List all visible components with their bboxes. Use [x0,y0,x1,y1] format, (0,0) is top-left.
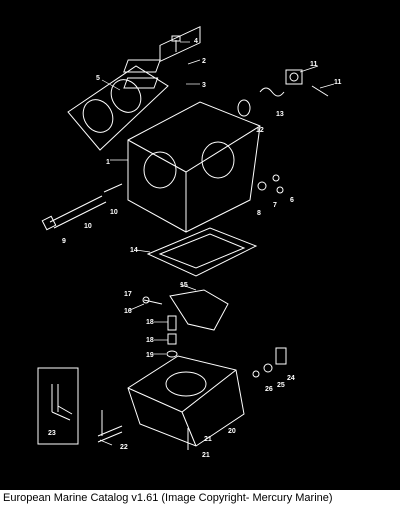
choke-parts-11-12-13 [237,69,329,117]
callout-6: 6 [290,197,294,204]
gasket-part-14 [146,227,258,277]
float-parts-15-16-17 [142,289,229,331]
fitting-part-25 [97,410,123,443]
callout-10b: 10 [84,223,92,230]
callout-2: 2 [202,58,206,65]
callout-11a: 11 [310,61,318,68]
callout-18a: 18 [146,319,154,326]
jet-parts-18-19 [166,315,178,358]
callout-21a: 21 [204,436,212,443]
callout-14: 14 [130,247,138,254]
float-bowl-part-20 [127,355,245,447]
callout-23: 25 [277,382,285,389]
callout-5: 5 [96,75,100,82]
callout-10a: 10 [110,209,118,216]
cover-parts-3-4 [123,35,181,89]
callout-13: 13 [276,111,284,118]
callout-3: 3 [202,82,206,89]
callout-8: 8 [257,210,261,217]
callout-16: 16 [124,308,132,315]
needle-parts-9-10 [41,183,123,231]
callout-22: 24 [287,375,295,382]
fittings-parts-6-7-8 [257,174,284,194]
callout-19: 19 [146,352,154,359]
part-callouts: 4 2 3 5 11 11 12 13 1 6 7 8 10 10 9 14 1… [48,38,342,459]
callout-9: 9 [62,238,66,245]
boxed-fitting-part-26 [37,367,79,445]
callout-20: 20 [228,428,236,435]
callout-24: 26 [265,386,273,393]
callout-17: 17 [124,291,132,298]
callout-1: 1 [106,159,110,166]
callout-4: 4 [194,38,198,45]
callout-26: 23 [48,430,56,437]
drain-parts-21-22-23-24 [187,347,287,450]
carburetor-body-part-1 [127,26,261,233]
callout-7: 7 [273,202,277,209]
leader-lines [99,41,335,446]
callout-18b: 18 [146,337,154,344]
callout-21b: 21 [202,452,210,459]
image-caption: European Marine Catalog v1.61 (Image Cop… [0,490,400,506]
callout-12: 12 [256,127,264,134]
gasket-part-5 [67,65,169,151]
callout-25: 22 [120,444,128,451]
callout-15: 15 [180,282,188,289]
exploded-parts-diagram: 4 2 3 5 11 11 12 13 1 6 7 8 10 10 9 14 1… [37,26,342,459]
callout-11b: 11 [334,79,342,86]
